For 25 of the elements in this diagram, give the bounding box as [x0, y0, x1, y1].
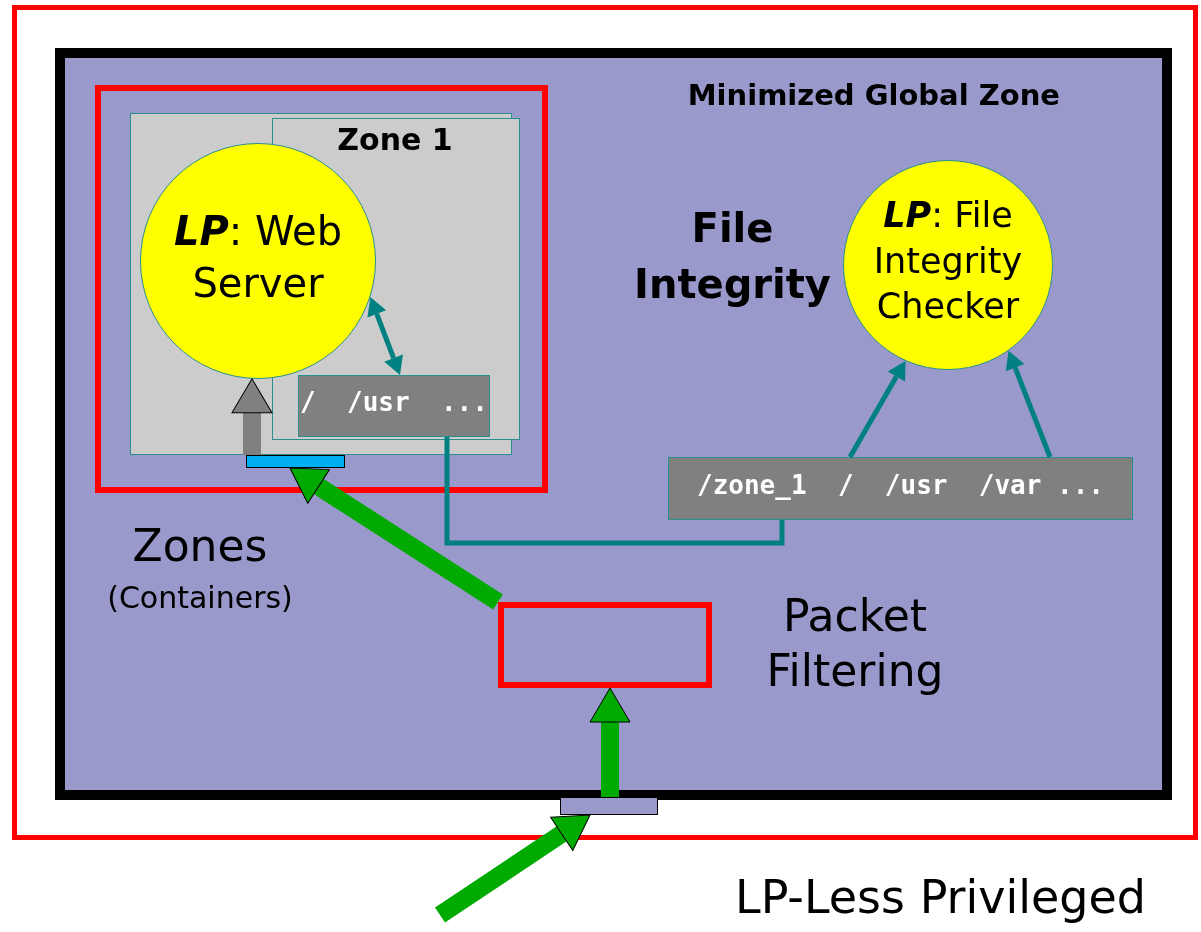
- arrow: [367, 297, 403, 375]
- arrow: [231, 378, 273, 455]
- global-zone-panel: [55, 48, 1172, 800]
- path-label: / /usr ...: [299, 387, 489, 417]
- section-label: File Integrity: [633, 204, 832, 309]
- footnote-text: LP-Less Privileged: [735, 870, 1148, 924]
- interface-bar: [560, 797, 658, 815]
- component-label: Zones: [131, 520, 269, 571]
- zone-title: Zone 1: [336, 122, 454, 157]
- arrow: [289, 467, 503, 610]
- connector-line: [444, 437, 785, 546]
- component-subtitle: (Containers): [106, 580, 294, 615]
- outer-frame: [12, 5, 1198, 840]
- arrow: [435, 814, 591, 923]
- arrow: [589, 687, 631, 797]
- process-label: LP: Web Server: [172, 207, 344, 308]
- component-label: Packet Filtering: [765, 589, 945, 698]
- path-label: /zone_1 / /usr /var ...: [696, 470, 1105, 500]
- interface-bar: [246, 455, 345, 468]
- arrow: [847, 361, 906, 459]
- path-box: [298, 375, 490, 437]
- path-box: [668, 457, 1133, 520]
- arrow: [1005, 350, 1053, 458]
- zone-title: Minimized Global Zone: [686, 78, 1060, 112]
- process-label: LP: File Integrity Checker: [872, 194, 1024, 328]
